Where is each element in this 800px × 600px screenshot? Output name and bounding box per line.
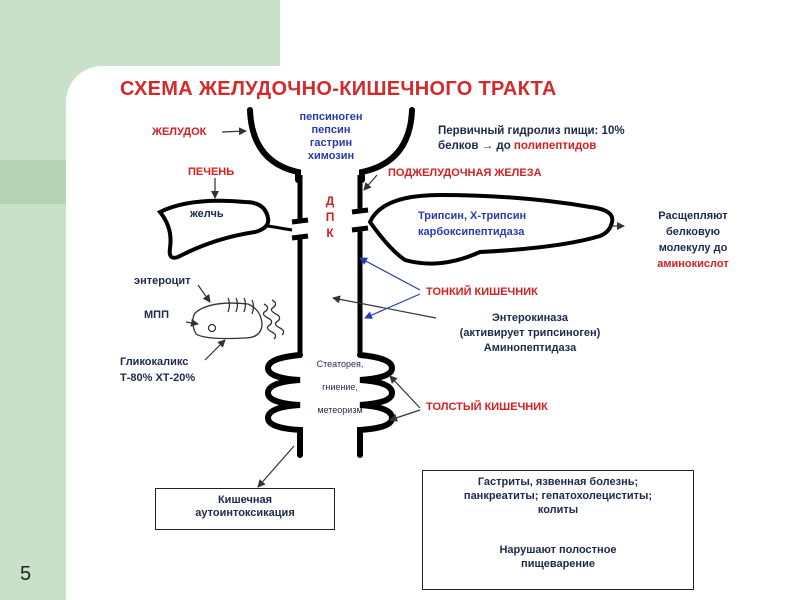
stomach-enzyme: химозин [307,150,355,162]
stomach-note-line1: Первичный гидролиз пищи: 10% [438,125,625,137]
small-intestine-enzyme-line3: Аминопептидаза [483,342,577,354]
slide-title: СХЕМА ЖЕЛУДОЧНО-КИШЕЧНОГО ТРАКТА [120,78,557,100]
small-intestine-enzyme-line2: (активирует трипсиноген) [459,327,601,339]
duodenum-tube [291,175,369,355]
stomach-enzyme: пепсин [311,124,351,136]
sidebar-panel [0,0,66,600]
small-intestine-enzyme-line1: Энтерокиназа [491,312,569,324]
pancreas-result-line: молекулу до [658,242,728,254]
stomach-label: ЖЕЛУДОК [152,126,207,138]
duodenum-letter: П [325,210,335,224]
diseases-line2: панкреатиты; гепатохолециститы; [463,490,653,502]
sidebar-stripe [0,160,66,204]
small-intestine-label: ТОНКИЙ КИШЕЧНИК [426,286,538,298]
intoxication-line1: Кишечная [217,494,273,506]
bile-duct [267,224,293,232]
stomach-enzyme: пепсиноген [299,111,363,123]
pancreas-enzyme-line1: Трипсин, Х-трипсин [418,210,527,222]
diseases-line3: колиты [537,504,579,516]
symptom-item: Стеаторея, [316,359,364,369]
liver-shape [156,198,271,260]
diseases-line1: Гастриты, язвенная болезнь; [477,476,639,488]
enterocyte-cell [192,297,285,340]
glycocalyx-label: Гликокаликс Т-80% ХТ-20% [120,354,195,386]
stomach-note-highlight: полипептидов [513,140,597,152]
liver-inner-label: желчь [190,208,224,220]
large-intestine-symptoms: Стеаторея, гниение, метеоризм [300,353,380,422]
duodenum-letters: Д П К [322,193,338,241]
pancreas-shape [367,192,615,266]
glycocalyx-line2: Т-80% ХТ-20% [120,372,196,384]
intoxication-line2: аутоинтоксикация [195,507,295,519]
slide-number: 5 [20,563,32,585]
stomach-note: Первичный гидролиз пищи: 10% белков → до… [438,124,625,154]
large-intestine-label: ТОЛСТЫЙ КИШЕЧНИК [426,401,548,413]
pancreas-result: Расщепляют белковую молекулу до аминокис… [628,208,758,272]
diseases-line5: пищеварение [521,558,595,570]
enterocyte-label: энтероцит [134,275,191,287]
duodenum-letter: К [326,226,334,240]
stomach-enzyme: гастрин [309,137,353,149]
intoxication-box: Кишечная аутоинтоксикация [155,488,335,530]
mpp-label: МПП [144,309,169,321]
enterocyte-nucleus [207,323,217,333]
small-intestine-enzymes: Энтерокиназа (активирует трипсиноген) Ам… [440,311,620,356]
annotation-arrows [185,127,625,488]
stomach-enzymes: пепсиноген пепсин гастрин химозин [285,111,377,163]
symptom-item: метеоризм [317,405,363,415]
stomach-note-line2: белков → до [438,140,514,152]
symptom-item: гниение, [322,382,358,392]
small-intestine-arrows [359,257,421,319]
glycocalyx-line1: Гликокаликс [120,356,189,368]
pancreas-enzymes: Трипсин, Х-трипсин карбоксипептидаза [418,208,526,240]
diseases-box: Гастриты, язвенная болезнь; панкреатиты;… [422,470,694,590]
liver-label: ПЕЧЕНЬ [188,166,235,178]
pancreas-result-line: белковую [666,226,720,238]
pancreas-label: ПОДЖЕЛУДОЧНАЯ ЖЕЛЕЗА [388,167,542,179]
diseases-line4: Нарушают полостное [499,544,617,556]
pancreas-result-highlight: аминокислот [657,258,729,270]
pancreas-enzyme-line2: карбоксипептидаза [418,226,525,238]
duodenum-letter: Д [325,194,335,208]
stomach-shape [247,107,415,183]
pancreas-result-line: Расщепляют [658,210,728,222]
